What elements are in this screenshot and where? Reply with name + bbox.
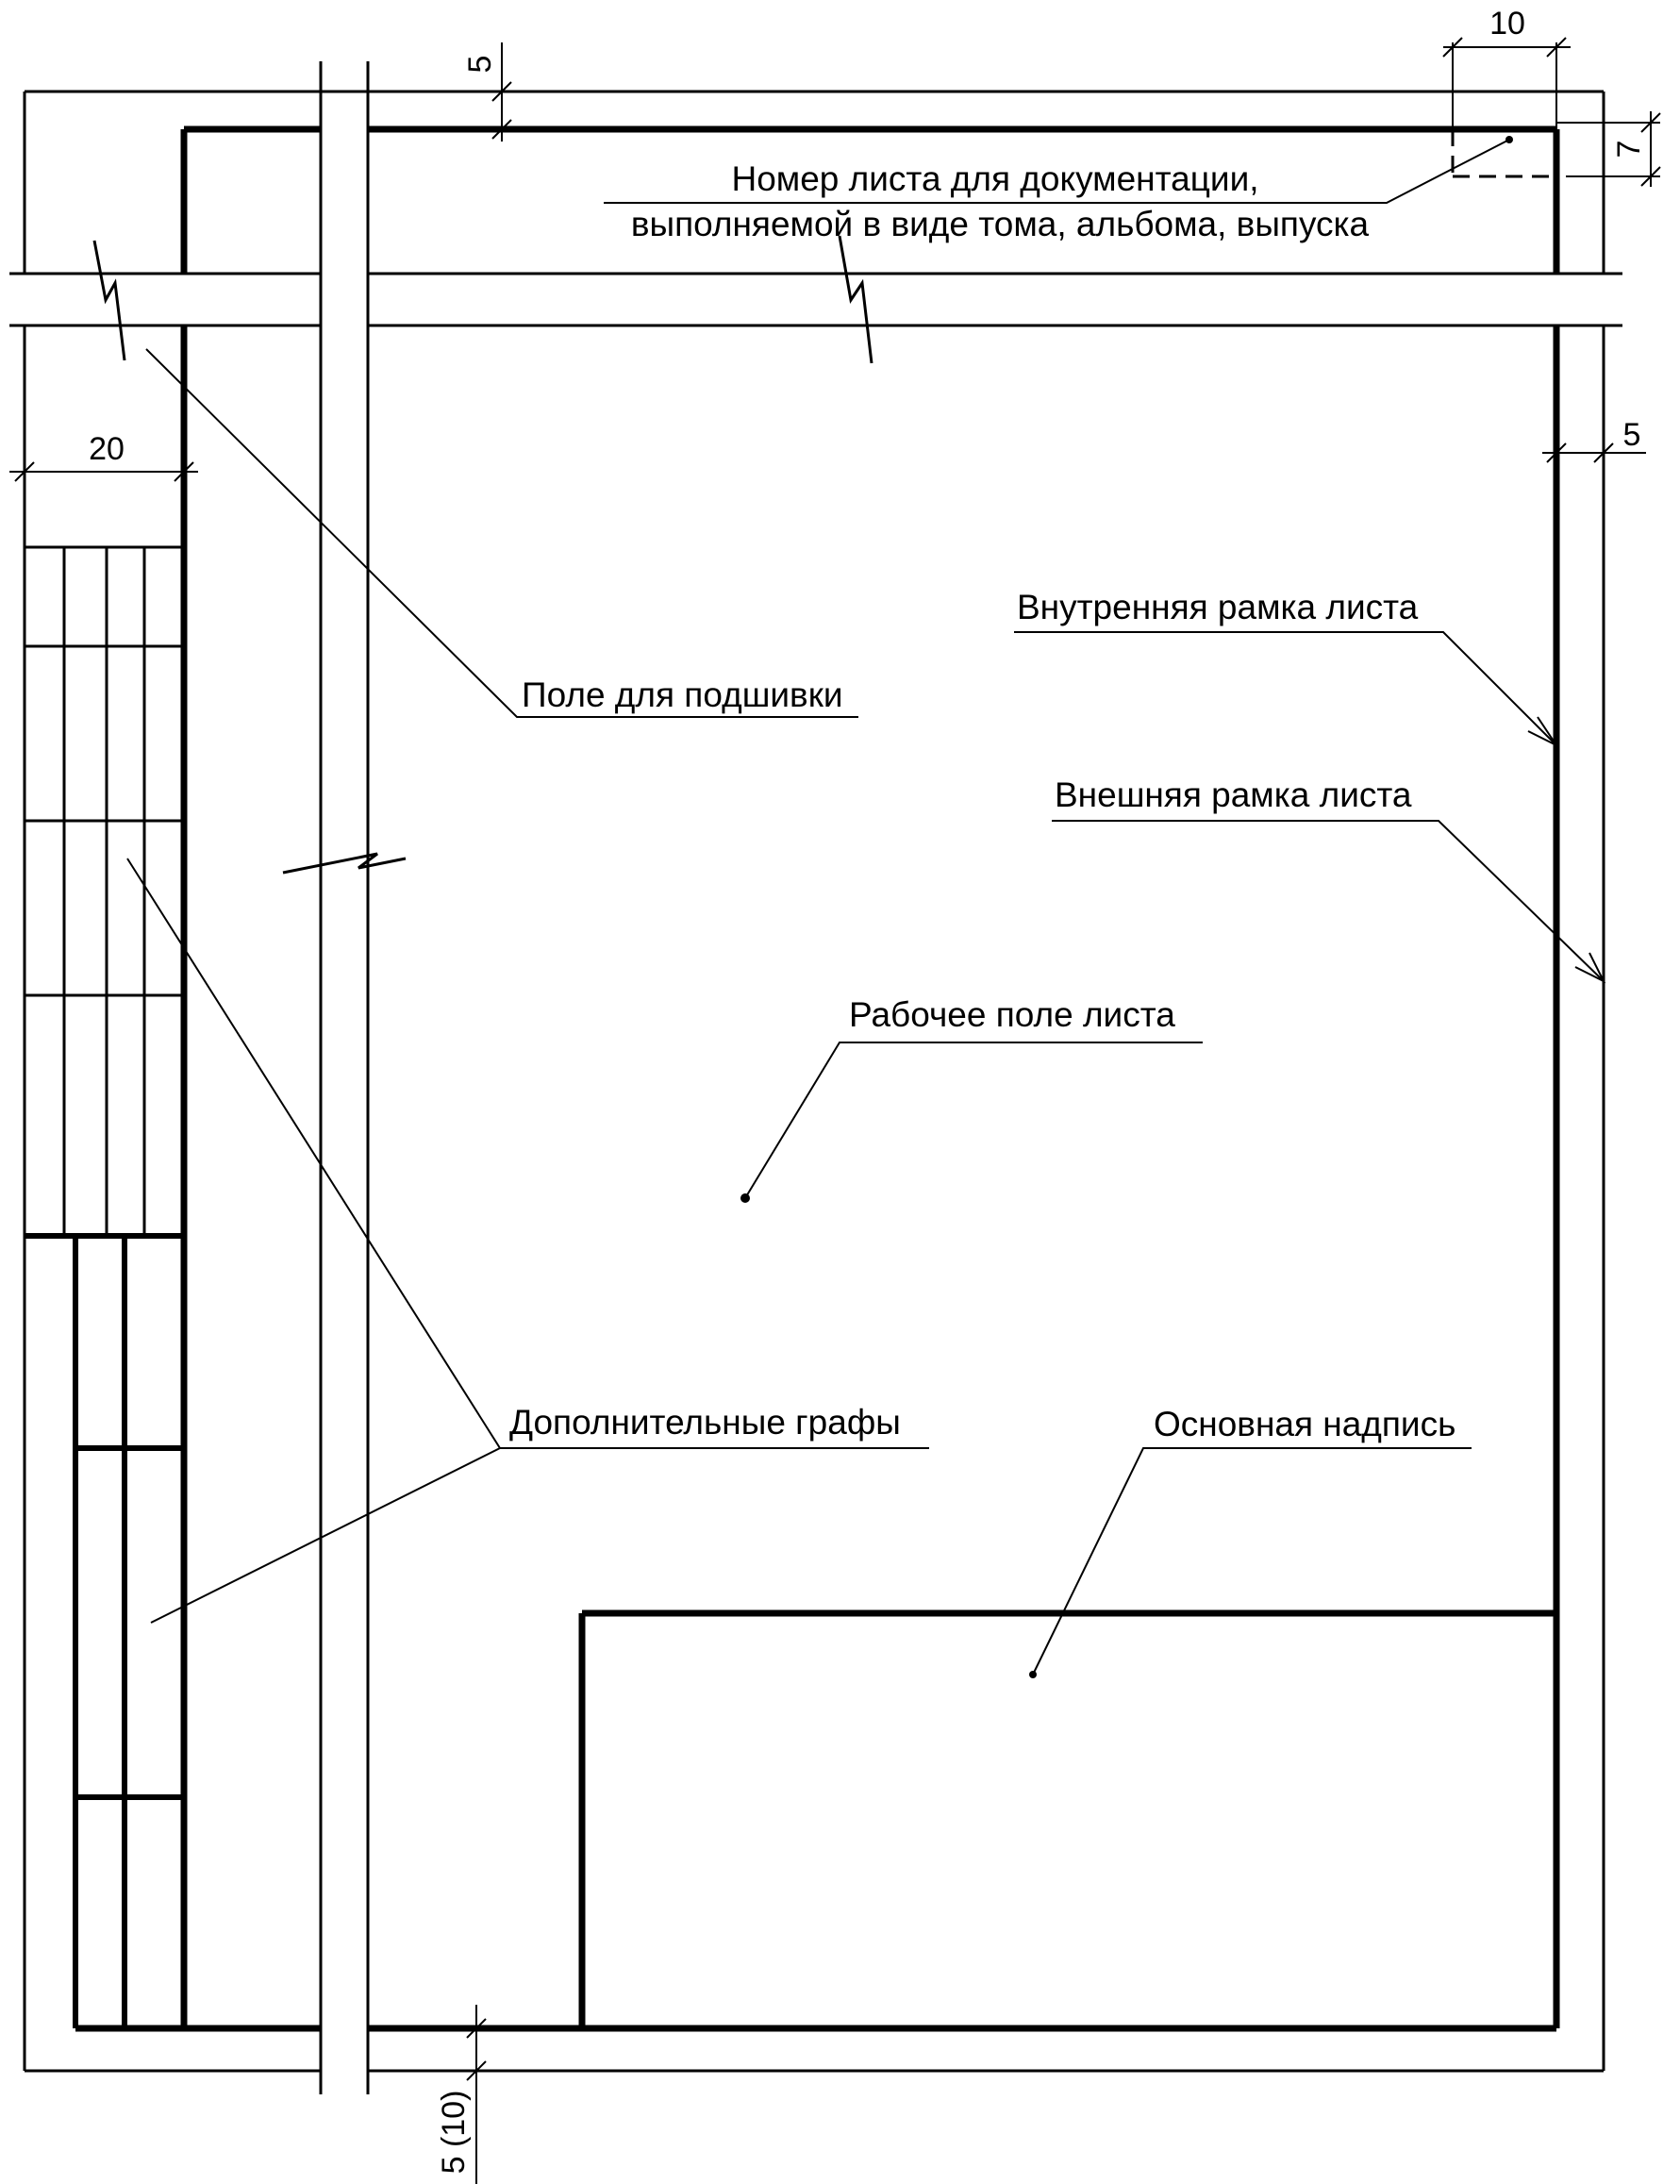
outer-frame	[23, 90, 1605, 2073]
title-block	[578, 1609, 1556, 2028]
leader-dots	[740, 136, 1513, 1678]
title-block-label: Основная надпись	[1154, 1405, 1455, 1443]
vertical-break-lines	[282, 61, 407, 2094]
dim-sheet-number-width: 10	[1489, 6, 1525, 42]
dim-bottom-margin: 5 (10)	[436, 2091, 472, 2175]
horizontal-break-lines	[9, 235, 1622, 364]
additional-columns-grid	[25, 545, 184, 2028]
sheet-number-label-line2: выполняемой в виде тома, альбома, выпуск…	[631, 205, 1370, 243]
sheet-number-box	[1451, 129, 1556, 178]
sheet-number-label-line1: Номер листа для документации,	[731, 159, 1258, 198]
additional-columns-label: Дополнительные графы	[509, 1403, 901, 1442]
dim-top-margin: 5	[462, 56, 498, 74]
leader-lines	[126, 139, 1606, 1676]
inner-frame-label: Внутренняя рамка листа	[1017, 588, 1419, 626]
outer-frame-label: Внешняя рамка листа	[1055, 775, 1412, 814]
dimension-lines	[9, 37, 1661, 2184]
dim-sheet-number-height: 7	[1611, 141, 1647, 158]
inner-frame	[75, 125, 1560, 2032]
dim-right-margin: 5	[1623, 417, 1641, 453]
dim-binding-width: 20	[89, 431, 125, 467]
working-field-label: Рабочее поле листа	[849, 995, 1175, 1034]
binding-field-label: Поле для подшивки	[522, 675, 843, 714]
